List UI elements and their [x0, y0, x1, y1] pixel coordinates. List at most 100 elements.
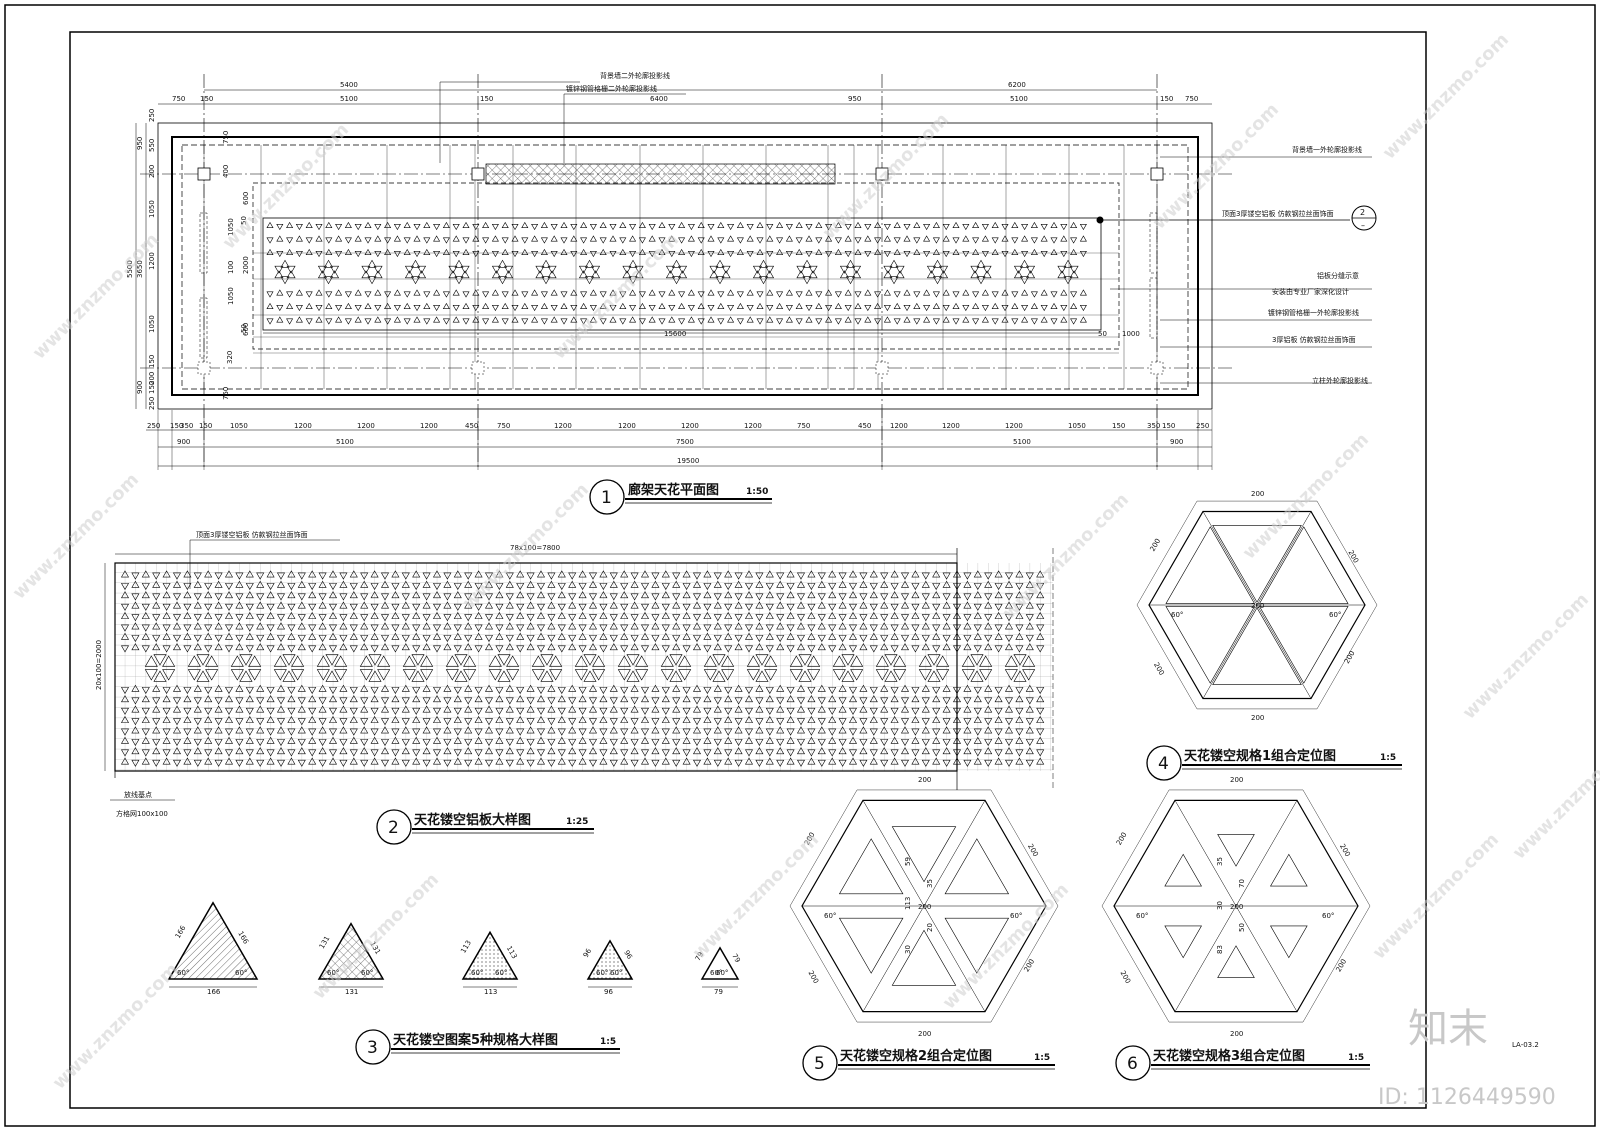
- triangle-cutout: [391, 603, 400, 611]
- triangle-cutout: [214, 593, 223, 601]
- triangle-cutout: [287, 570, 296, 578]
- triangle-cutout: [276, 635, 286, 643]
- triangle-cutout: [697, 318, 705, 325]
- beam-stub: [199, 212, 208, 274]
- triangle-cutout: [495, 632, 504, 640]
- triangle-cutout: [224, 591, 234, 599]
- triangle-cutout: [661, 687, 670, 695]
- dim-bottom-row1: 350: [1147, 422, 1160, 430]
- hex-triangle: [789, 655, 803, 667]
- triangle-cutout: [287, 611, 296, 619]
- triangle-cutout: [547, 614, 556, 622]
- triangle-cutout: [588, 705, 598, 713]
- hex-triangle: [715, 276, 725, 285]
- hex-triangle: [918, 655, 932, 667]
- triangle-cutout: [412, 695, 421, 703]
- triangle-cutout: [568, 601, 577, 609]
- triangle-cutout: [1030, 248, 1038, 256]
- section-mark-number: 2: [1360, 208, 1365, 217]
- triangle-cutout: [464, 572, 473, 580]
- id-label: ID: 1126449590: [1378, 1085, 1556, 1110]
- triangle-cutout: [746, 304, 754, 312]
- triangle-cutout: [776, 237, 784, 244]
- triangle-cutout: [973, 757, 982, 765]
- hex-triangle: [634, 265, 644, 274]
- triangle-cutout: [412, 603, 421, 611]
- triangle-cutout: [235, 705, 244, 713]
- triangle-cutout: [344, 248, 352, 256]
- triangle-cutout: [443, 643, 452, 651]
- triangle-cutout: [384, 291, 392, 298]
- triangle-cutout: [713, 572, 722, 580]
- triangle-cutout: [589, 223, 597, 231]
- triangle-cutout: [1070, 248, 1078, 256]
- triangle-cutout: [883, 250, 891, 258]
- triangle-cutout: [651, 643, 660, 651]
- triangle-cutout: [578, 632, 587, 640]
- triangle-cutout: [994, 728, 1003, 736]
- triangle-cutout: [193, 747, 202, 755]
- triangle-cutout: [505, 718, 514, 726]
- triangle-cutout: [807, 687, 816, 695]
- triangle-cutout: [560, 237, 568, 244]
- triangle-cutout: [890, 583, 899, 591]
- triangle-cutout: [547, 580, 556, 588]
- triangle-cutout: [422, 635, 431, 643]
- triangle-cutout: [640, 757, 650, 765]
- triangle-cutout: [972, 302, 980, 310]
- triangle-cutout: [1025, 684, 1034, 692]
- hex-triangle: [330, 265, 340, 274]
- triangle-cutout: [609, 223, 617, 231]
- triangle-cutout: [638, 237, 646, 244]
- dim-bottom-row2: 900: [177, 438, 190, 446]
- dim-inner: 1050: [227, 287, 235, 305]
- triangle-cutout: [536, 583, 546, 591]
- triangle-cutout: [589, 316, 597, 323]
- triangle-cutout: [817, 726, 826, 734]
- triangle-cutout: [432, 757, 442, 765]
- triangle-cutout: [785, 250, 793, 258]
- triangle-cutout: [557, 624, 566, 632]
- triangle-cutout: [432, 695, 442, 703]
- hex-triangle: [764, 669, 778, 681]
- triangle-cutout: [817, 622, 826, 630]
- triangle-size-left: 113: [459, 939, 473, 955]
- triangle-cutout: [501, 291, 509, 298]
- triangle-cutout: [724, 603, 733, 611]
- triangle-cutout: [403, 248, 411, 256]
- triangle-cutout: [859, 759, 868, 767]
- triangle-cutout: [994, 632, 1003, 640]
- triangle-cutout: [401, 684, 410, 692]
- triangle-cutout: [214, 601, 223, 609]
- triangle-cutout: [984, 601, 993, 609]
- hex-triangle: [574, 669, 588, 681]
- triangle-cutout: [869, 611, 878, 619]
- triangle-cutout: [890, 707, 899, 715]
- triangle-cutout: [620, 736, 629, 744]
- triangle-cutout: [1050, 318, 1058, 325]
- dim-bottom-row2: 900: [1170, 438, 1183, 446]
- triangle-cutout: [932, 603, 941, 611]
- triangle-cutout: [557, 707, 566, 715]
- triangle-cutout: [703, 749, 712, 757]
- triangle-cutout: [1015, 645, 1024, 653]
- triangle-cutout: [380, 759, 390, 767]
- triangle-cutout: [484, 601, 494, 609]
- triangle-cutout: [152, 580, 161, 588]
- triangle-cutout: [297, 759, 306, 767]
- triangle-cutout: [963, 580, 972, 588]
- triangle-cutout: [900, 593, 910, 601]
- triangle-cutout: [318, 697, 327, 705]
- detail-width-dim: 78x100=7800: [510, 544, 560, 552]
- dim-inner: 400: [222, 165, 230, 178]
- triangle-cutout: [844, 235, 852, 242]
- triangle-cutout: [453, 715, 462, 723]
- triangle-cutout: [805, 223, 813, 231]
- triangle-cutout: [193, 614, 202, 622]
- triangle-cutout: [464, 747, 473, 755]
- triangle-cutout: [658, 248, 666, 256]
- hex-inner-dim: 70: [1238, 879, 1246, 888]
- dim-inner: 750: [222, 131, 230, 144]
